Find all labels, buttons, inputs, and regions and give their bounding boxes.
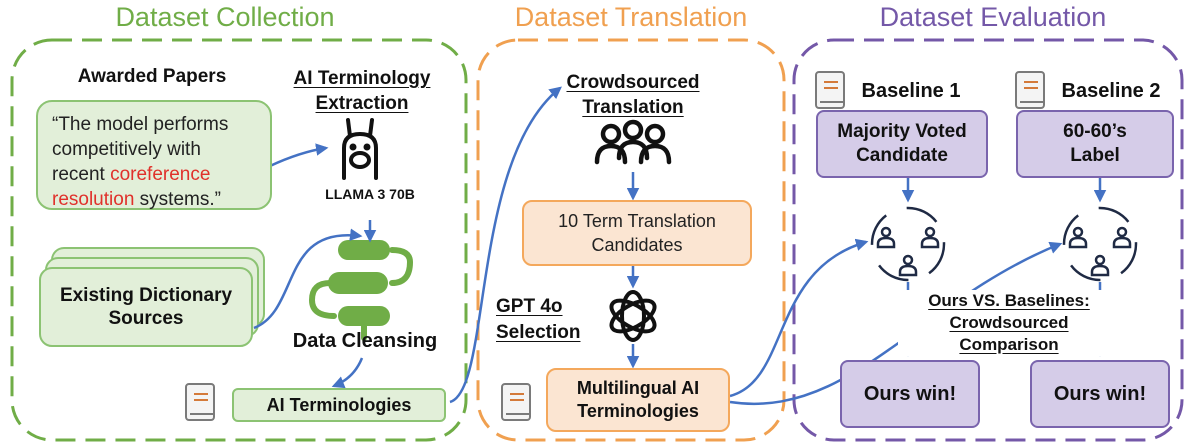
arrow-existing-to-cleansing xyxy=(253,228,363,330)
book-icon xyxy=(1015,71,1045,109)
quote-highlight: coreference resolution xyxy=(52,164,211,210)
data-cleansing-label: Data Cleansing xyxy=(292,330,438,352)
crowd-circle-icon xyxy=(1062,206,1138,282)
crowd-line-2: Translation xyxy=(582,97,684,118)
baseline-1-heading: Baseline 1 xyxy=(861,80,961,102)
candidates-line-2: Candidates xyxy=(591,235,683,255)
paper-quote-box: “The model performs competitively with r… xyxy=(36,100,272,210)
majority-voted-box: Majority Voted Candidate xyxy=(816,110,988,178)
existing-line-1: Existing Dictionary xyxy=(59,285,233,306)
extraction-line-2: Extraction xyxy=(315,93,409,114)
gpt-line-2: Selection xyxy=(496,322,581,343)
crowd-line-1: Crowdsourced xyxy=(566,72,700,93)
llama-model-label: LLAMA 3 70B xyxy=(325,186,415,202)
arrow-cleansing-to-terms xyxy=(331,357,364,389)
section-title-translation: Dataset Translation xyxy=(514,2,748,32)
people-icon xyxy=(594,119,672,165)
existing-sources-label: Existing Dictionary Sources xyxy=(40,268,252,346)
ours-win-box-1: Ours win! xyxy=(840,360,980,428)
comparison-line-2: Crowdsourced xyxy=(949,313,1069,332)
candidates-line-1: 10 Term Translation xyxy=(558,211,716,231)
evaluation-frame xyxy=(792,38,1184,442)
gpt-selection-heading: GPT 4o Selection xyxy=(496,294,602,346)
comparison-line-1: Ours VS. Baselines: xyxy=(928,291,1090,310)
book-icon xyxy=(815,71,845,109)
existing-sources-stack xyxy=(39,247,265,347)
label-line-1: 60-60’s xyxy=(1063,121,1127,142)
label-line-2: Label xyxy=(1070,145,1120,166)
awarded-papers-heading: Awarded Papers xyxy=(77,66,227,87)
extraction-line-1: AI Terminology xyxy=(293,68,431,89)
llama-icon xyxy=(342,118,378,180)
multilingual-terminologies-box: Multilingual AI Terminologies xyxy=(546,368,730,432)
translation-frame xyxy=(476,38,786,442)
openai-logo-icon xyxy=(609,290,657,342)
arrow-quote-to-llama xyxy=(269,143,329,168)
existing-line-2: Sources xyxy=(108,308,184,329)
extraction-heading: AI Terminology Extraction xyxy=(280,66,444,116)
crowdsourced-translation-heading: Crowdsourced Translation xyxy=(540,70,726,120)
candidates-box: 10 Term Translation Candidates xyxy=(522,200,752,266)
crowd-circle-icon xyxy=(870,206,946,282)
section-title-collection: Dataset Collection xyxy=(115,2,335,32)
book-icon xyxy=(501,383,531,421)
label-60-60-box: 60-60’s Label xyxy=(1016,110,1174,178)
multi-line-1: Multilingual AI xyxy=(576,378,700,398)
ai-terminologies-box: AI Terminologies xyxy=(232,388,446,422)
collection-frame xyxy=(10,38,468,442)
comparison-line-3: Comparison xyxy=(959,335,1059,354)
arrow-terms-to-crowd xyxy=(449,86,562,404)
arrow-multi-to-crowd1 xyxy=(729,238,869,398)
multi-line-2: Terminologies xyxy=(577,401,699,421)
majority-line-2: Candidate xyxy=(856,145,948,166)
majority-line-1: Majority Voted xyxy=(837,121,967,142)
gpt-line-1: GPT 4o xyxy=(496,296,563,317)
quote-text-end: systems.” xyxy=(134,189,221,210)
flowchart-icon xyxy=(308,240,414,341)
book-icon xyxy=(185,383,215,421)
baseline-2-heading: Baseline 2 xyxy=(1061,80,1161,102)
arrow-multi-to-crowd2 xyxy=(729,241,1063,405)
section-title-evaluation: Dataset Evaluation xyxy=(879,2,1107,32)
ours-win-box-2: Ours win! xyxy=(1030,360,1170,428)
quote-text-start: “The model performs competitively with r… xyxy=(52,114,229,185)
comparison-heading: Ours VS. Baselines: Crowdsourced Compari… xyxy=(898,290,1120,356)
